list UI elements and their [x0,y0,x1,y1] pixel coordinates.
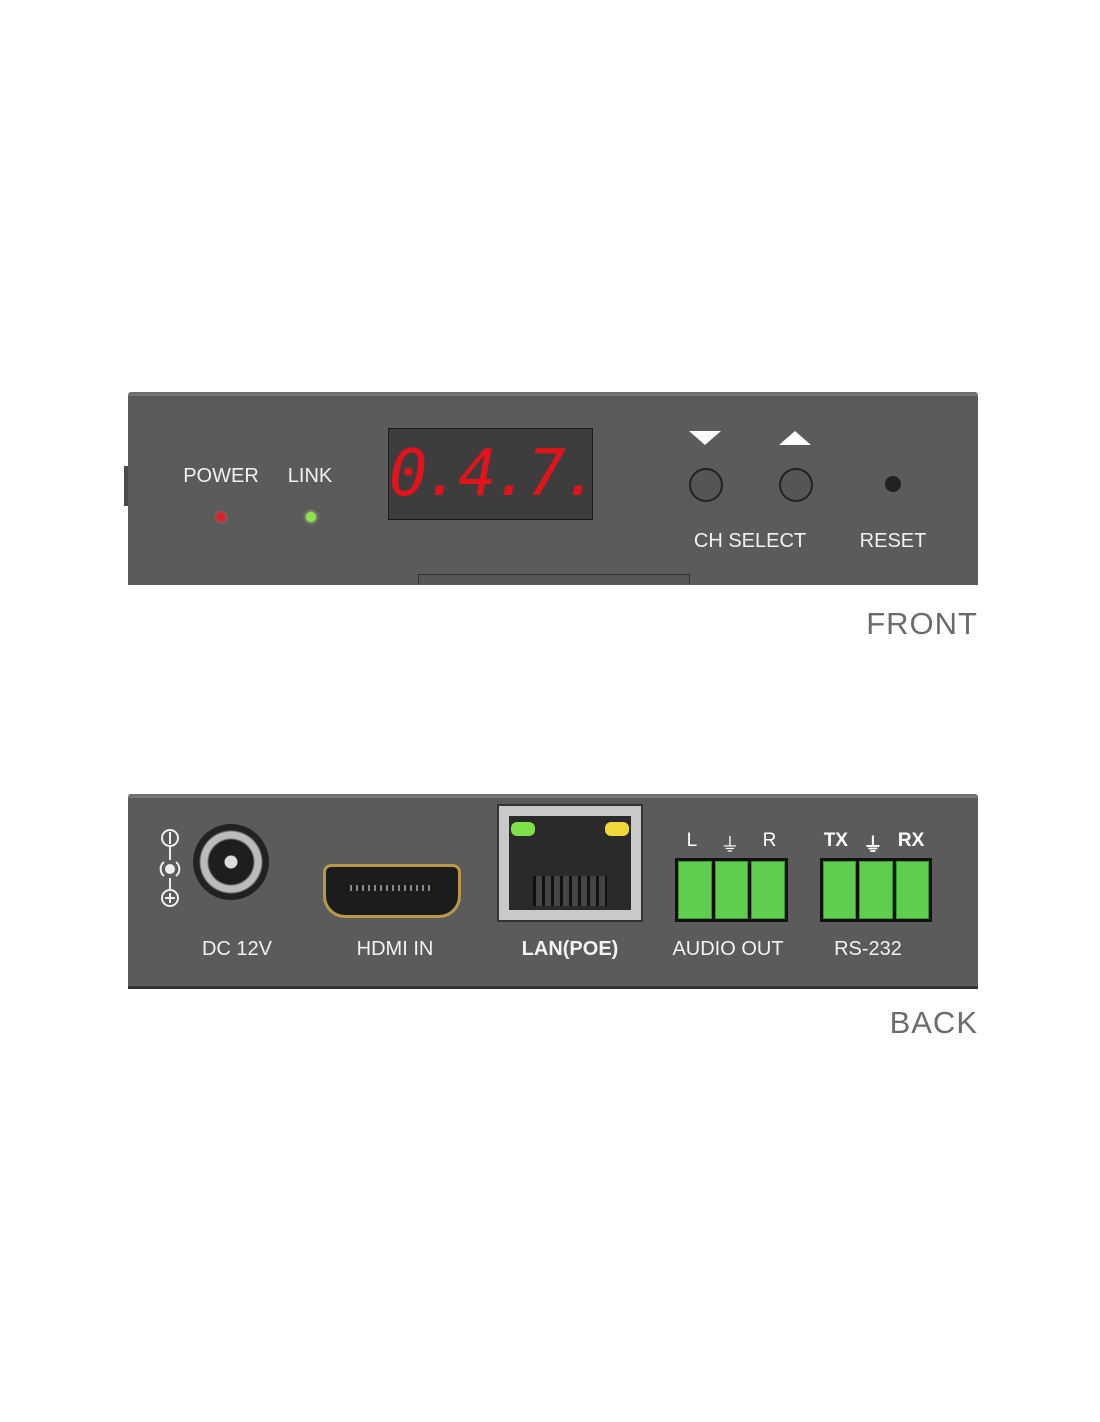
hdmi-port[interactable] [323,864,461,918]
audio-terminal-block[interactable] [675,858,788,922]
rs232-pin-tx: TX [823,830,848,851]
channel-down-button[interactable] [689,468,723,502]
hdmi-label: HDMI IN [356,938,434,960]
dc-label: DC 12V [201,938,273,960]
lan-link-led-icon [511,822,535,836]
bottom-tab [418,574,690,584]
up-arrow-icon [779,431,811,445]
audio-out-label: AUDIO OUT [672,938,784,960]
reset-button[interactable] [885,476,901,492]
audio-pin-labels: L ⏚ R [675,830,788,857]
channel-up-button[interactable] [779,468,813,502]
ch-select-label: CH SELECT [693,530,807,552]
power-label: POWER [183,465,259,487]
audio-pin-r: R [762,830,777,851]
reset-label: RESET [859,530,927,552]
link-label: LINK [287,465,333,487]
lan-port[interactable] [497,804,643,922]
lan-label: LAN(POE) [521,938,619,960]
front-caption: FRONT [866,606,978,641]
link-led-icon [306,512,316,522]
back-caption: BACK [889,1005,978,1040]
dc-power-jack[interactable] [193,824,269,900]
rs232-label: RS-232 [834,938,902,960]
side-edge [124,466,128,506]
rs232-pin-rx: RX [897,830,925,851]
down-arrow-icon [689,431,721,445]
channel-display: 0.4.7. [388,428,600,520]
dc-polarity-icon [159,829,181,907]
power-led-icon [216,512,226,522]
rs232-terminal-block[interactable] [820,858,932,922]
rs232-pin-labels: TX ⏚ RX [816,830,932,857]
channel-display-value: 0.4.7. [389,437,600,511]
audio-pin-l: L [686,830,698,851]
ground-icon: ⏚ [720,835,740,856]
lan-activity-led-icon [605,822,629,836]
ground-icon: ⏚ [863,835,883,856]
